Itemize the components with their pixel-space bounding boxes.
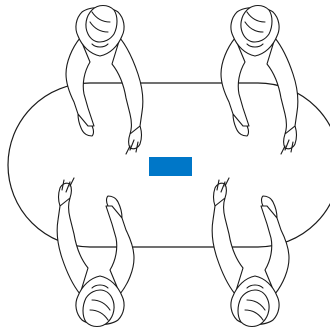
table-center-marker [149, 157, 192, 176]
